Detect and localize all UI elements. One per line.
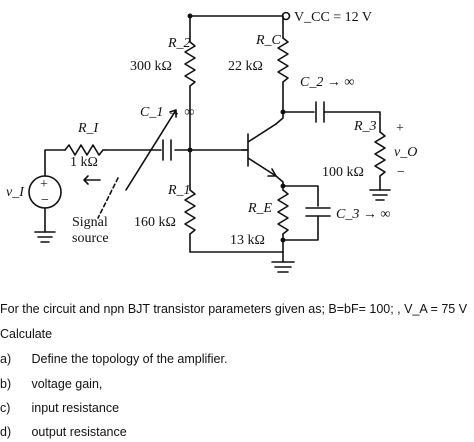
r2-value: 300 kΩ [130, 59, 172, 74]
rc-resistor [277, 37, 289, 83]
item-marker: c) [0, 401, 11, 415]
r1-resistor [184, 189, 196, 235]
c1-label: C_1 → ∞ [140, 105, 194, 120]
main-ground [271, 261, 295, 273]
source-plus: + [40, 177, 48, 192]
item-marker: d) [0, 425, 12, 439]
source-label-line1: Signal [72, 215, 108, 230]
node-collector [280, 109, 286, 115]
c3-label: C_3 → ∞ [336, 207, 390, 222]
question-item-d: d) output resistance [0, 425, 474, 439]
r1-name: R_1 [167, 183, 191, 198]
vcc-label: V_CC = 12 V [294, 10, 372, 25]
question-item-a: a) Define the topology of the amplifier. [0, 352, 474, 366]
question-item-c: c) input resistance [0, 401, 474, 415]
r2-resistor [184, 41, 196, 87]
transistor-emitter [247, 157, 277, 177]
transistor-base-bar [241, 133, 249, 167]
question-item-b: b) voltage gain, [0, 377, 474, 391]
item-text: input resistance [31, 401, 120, 415]
item-text: output resistance [31, 425, 127, 439]
r3-resistor [374, 131, 386, 177]
vo-minus: − [397, 165, 405, 180]
question-calculate: Calculate [0, 327, 53, 341]
emitter-node-wire [282, 185, 319, 207]
rc-wire-bottom [275, 81, 284, 125]
question-intro: For the circuit and npn BJT transistor p… [0, 302, 468, 316]
amplifier-circuit-diagram: + − V_CC = 12 V R_2 300 kΩ R_C 22 kΩ C_2… [6, 10, 417, 273]
rc-value: 22 kΩ [228, 59, 263, 74]
vo-plus: + [396, 121, 404, 136]
r1-value: 160 kΩ [134, 215, 176, 230]
vo-label: v_O [394, 145, 417, 160]
transistor-collector [247, 123, 277, 143]
ri-name: R_I [77, 121, 100, 136]
source-dashed-line [97, 177, 119, 219]
re-resistor [277, 189, 289, 235]
node-emitter [280, 183, 286, 189]
c3-wire-bottom [282, 215, 319, 241]
item-marker: a) [0, 352, 12, 366]
item-text: Define the topology of the amplifier. [31, 352, 228, 366]
ri-left-wire [44, 149, 66, 177]
r1-wire-bottom [189, 233, 284, 253]
source-label-line2: source [72, 231, 109, 246]
item-marker: b) [0, 377, 12, 391]
signal-source-arrow [83, 175, 101, 185]
r3-value: 100 kΩ [322, 165, 364, 180]
c2-output-wire [323, 111, 381, 133]
ri-value: 1 kΩ [70, 155, 98, 170]
source-ground [34, 231, 56, 243]
r3-name: R_3 [353, 119, 377, 134]
re-name: R_E [247, 201, 273, 216]
node-bottom [280, 237, 286, 243]
r2-name: R_2 [167, 36, 191, 51]
node-base [187, 147, 193, 153]
source-minus: − [41, 193, 49, 208]
rc-name: R_C [255, 33, 282, 48]
node-top [187, 13, 193, 19]
item-text: voltage gain, [31, 377, 103, 391]
c2-label: C_2 → ∞ [300, 75, 354, 90]
ri-resistor [64, 144, 104, 156]
r3-ground [369, 189, 391, 201]
vi-label: v_I [6, 185, 25, 200]
re-value: 13 kΩ [230, 233, 265, 248]
